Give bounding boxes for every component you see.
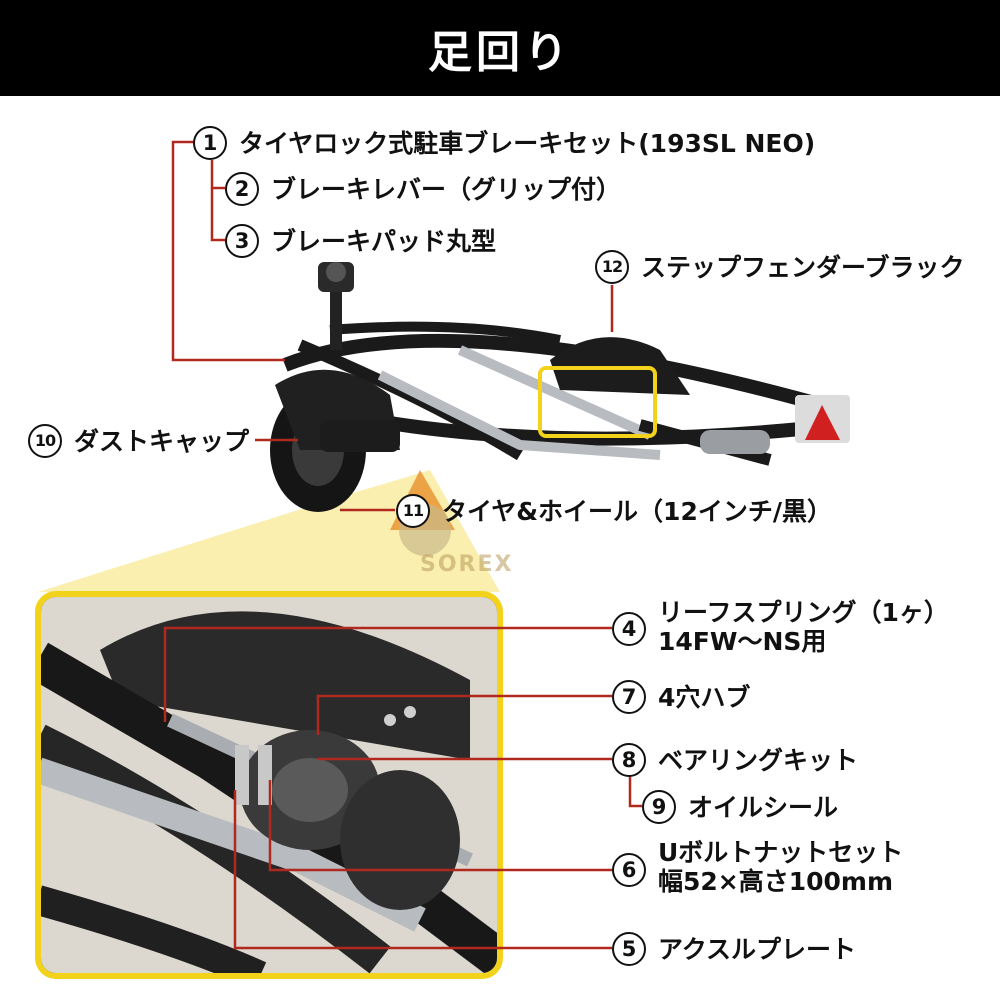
callout-7: 7 4穴ハブ [612, 680, 750, 714]
callout-4: 4 リーフスプリング（1ヶ） 14FW〜NS用 [612, 600, 949, 654]
callout-12: 12 ステップフェンダーブラック [595, 250, 965, 284]
callout-5-number: 5 [612, 932, 646, 966]
header-bar: 足回り [0, 0, 1000, 96]
callout-12-text: ステップフェンダーブラック [641, 252, 965, 282]
callout-2-text: ブレーキレバー（グリップ付） [271, 174, 622, 204]
callout-8-text: ベアリングキット [658, 745, 859, 775]
callout-10: 10 ダストキャップ [28, 424, 249, 458]
callout-4-number: 4 [612, 612, 646, 646]
zoom-beam [38, 470, 500, 592]
callout-lines [163, 140, 642, 950]
callout-5: 5 アクスルプレート [612, 932, 856, 966]
callout-9-text: オイルシール [688, 792, 839, 822]
callout-10-number: 10 [28, 424, 62, 458]
callout-6-number: 6 [612, 853, 646, 887]
callout-5-text: アクスルプレート [658, 934, 857, 964]
callout-11: 11 タイヤ&ホイール（12インチ/黒） [396, 494, 832, 528]
callout-8: 8 ベアリングキット [612, 743, 858, 777]
callout-9: 9 オイルシール [642, 790, 838, 824]
callout-11-text: タイヤ&ホイール（12インチ/黒） [442, 496, 832, 526]
callout-6-text: Uボルトナットセット [658, 838, 904, 867]
callout-4-subtext: 14FW〜NS用 [658, 627, 827, 656]
callout-11-number: 11 [396, 494, 430, 528]
callout-7-text: 4穴ハブ [658, 682, 751, 712]
callout-2-number: 2 [225, 172, 259, 206]
callout-12-number: 12 [595, 250, 629, 284]
callout-7-number: 7 [612, 680, 646, 714]
callout-1-number: 1 [193, 126, 227, 160]
callout-3-text: ブレーキパッド丸型 [271, 226, 497, 256]
callout-2: 2 ブレーキレバー（グリップ付） [225, 172, 621, 206]
callout-10-text: ダストキャップ [74, 426, 250, 456]
callout-8-number: 8 [612, 743, 646, 777]
callout-3-number: 3 [225, 224, 259, 258]
trailer-photo [270, 262, 850, 556]
callout-1-text: タイヤロック式駐車ブレーキセット(193SL NEO) [239, 128, 816, 158]
callout-9-number: 9 [642, 790, 676, 824]
callout-6: 6 Uボルトナットセット 幅52×高さ100mm [612, 840, 903, 894]
page-title: 足回り [428, 27, 572, 78]
sorex-watermark: SOREX [420, 552, 514, 577]
detail-panel [35, 591, 503, 979]
callout-4-text: リーフスプリング（1ヶ） [658, 598, 949, 627]
callout-1: 1 タイヤロック式駐車ブレーキセット(193SL NEO) [193, 126, 815, 160]
callout-6-subtext: 幅52×高さ100mm [658, 867, 894, 896]
callout-3: 3 ブレーキパッド丸型 [225, 224, 496, 258]
